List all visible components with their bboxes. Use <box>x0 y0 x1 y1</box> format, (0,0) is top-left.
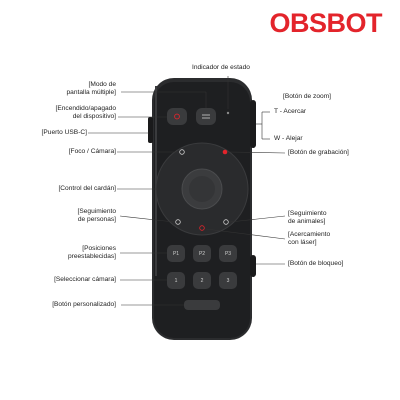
label-person-tracking: [Seguimiento de personas] <box>77 208 117 224</box>
label-lock-button: [Botón de bloqueo] <box>288 260 344 267</box>
label-presets: [Posiciones preestablecidas] <box>67 245 116 261</box>
label-select-camera: [Seleccionar cámara] <box>54 276 116 283</box>
zoom-rocker <box>250 100 256 148</box>
label-zoom-button: [Botón de zoom] <box>283 93 332 100</box>
label-animal-tracking: [Seguimiento de animales] <box>288 210 327 226</box>
camera-button-3 <box>219 272 237 289</box>
label-zoom-in: T - Acercar <box>274 108 307 115</box>
animal-tracking-icon <box>223 219 229 225</box>
label-record-button: [Botón de grabación] <box>288 149 349 156</box>
label-custom-button: [Botón personalizado] <box>52 301 116 308</box>
person-tracking-icon <box>175 219 181 225</box>
multi-view-button <box>196 108 216 125</box>
camera-button-2 <box>193 272 211 289</box>
leader-lines <box>88 76 286 306</box>
power-icon <box>174 113 180 120</box>
usb-c-port <box>148 117 153 143</box>
label-laser-zoom: [Acercamiento con láser] <box>288 231 331 247</box>
custom-button <box>184 300 220 310</box>
label-gimbal-control: [Control del cardán] <box>58 185 116 192</box>
label-focus-camera: [Foco / Cámara] <box>68 148 116 155</box>
label-power: [Encendido/apagado del dispositivo] <box>55 105 117 121</box>
label-status-indicator: Indicador de estado <box>192 64 250 71</box>
obsbot-logo: OBSBOT <box>269 8 382 38</box>
status-led <box>226 111 230 115</box>
label-usb-c: [Puerto USB-C] <box>41 129 87 136</box>
preset-p1-label: P1 <box>172 251 180 257</box>
power-button <box>167 108 187 125</box>
camera-1-label: 1 <box>174 278 178 284</box>
label-multi-view-mode: [Modo de pantalla múltiple] <box>66 81 116 97</box>
left-edge-highlight <box>155 86 157 276</box>
joystick-cap <box>189 176 215 202</box>
laser-icon <box>199 225 205 231</box>
record-icon <box>222 149 228 155</box>
label-zoom-out: W - Alejar <box>274 135 303 142</box>
preset-p3-label: P3 <box>224 251 232 257</box>
preset-button-p2 <box>193 245 211 262</box>
camera-icon <box>179 149 185 155</box>
preset-p2-label: P2 <box>198 251 206 257</box>
lock-switch <box>250 255 256 277</box>
preset-button-p1 <box>167 245 185 262</box>
camera-button-1 <box>167 272 185 289</box>
preset-button-p3 <box>219 245 237 262</box>
camera-3-label: 3 <box>226 278 230 284</box>
camera-2-label: 2 <box>200 278 204 284</box>
